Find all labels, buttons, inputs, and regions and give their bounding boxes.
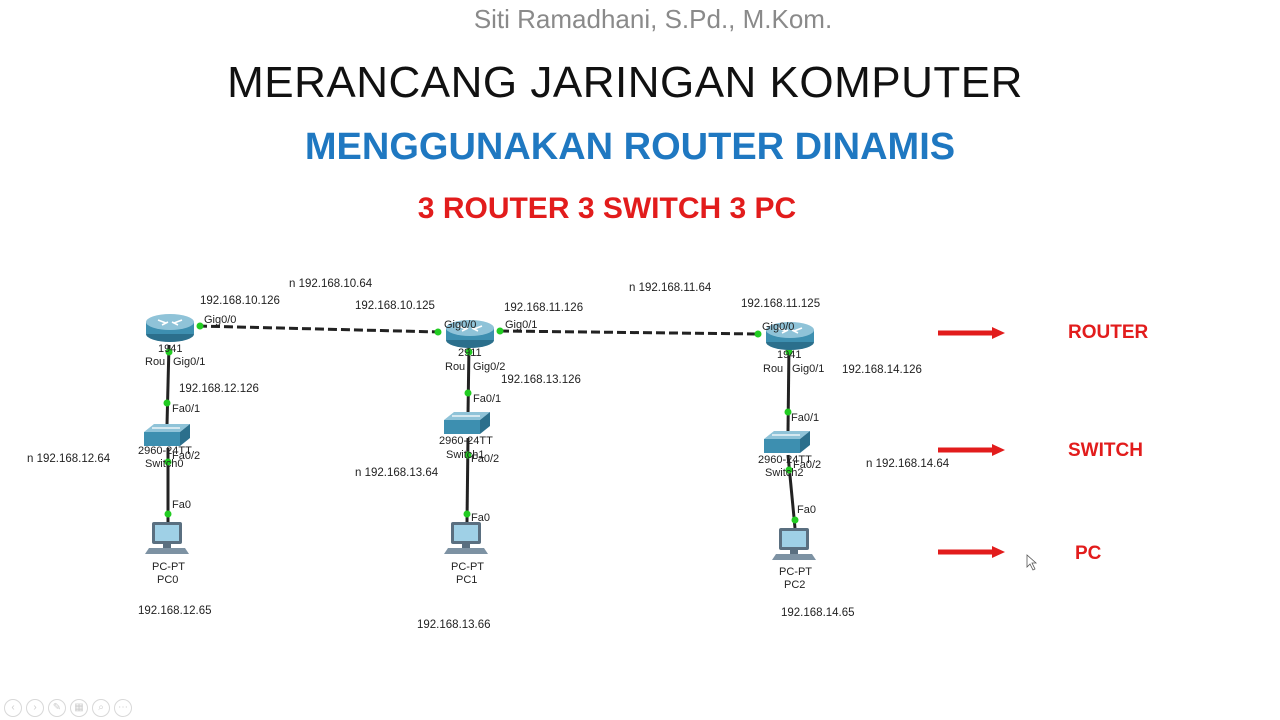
pc1-name: PC1	[456, 574, 477, 586]
slides-icon[interactable]: ▦	[70, 699, 88, 717]
router2-model: 1941	[777, 349, 801, 361]
previous-icon[interactable]: ‹	[4, 699, 22, 717]
ip-label-net10: n 192.168.10.64	[289, 278, 373, 290]
ip-label-net11: n 192.168.11.64	[629, 282, 712, 294]
legend-label-router: ROUTER	[1068, 322, 1149, 343]
link-r1-r2	[499, 329, 761, 336]
next-icon[interactable]: ›	[26, 699, 44, 717]
router2-port-gig00: Gig0/0	[762, 321, 794, 333]
switch2-port-fa01: Fa0/1	[791, 412, 819, 424]
switch-icon[interactable]	[763, 430, 811, 454]
slide-toolbar: ‹ › ✎ ▦ ⌕ ⋯	[4, 699, 132, 717]
router1-model: 2911	[458, 347, 482, 359]
pc2-port: Fa0	[797, 504, 816, 516]
switch-icon[interactable]	[443, 411, 491, 435]
link-r0-sw0	[165, 344, 171, 426]
switch0-name: Switch0	[145, 458, 184, 470]
switch2-model: 2960-24TT	[758, 454, 812, 466]
page-subtitle-topology: 3 ROUTER 3 SWITCH 3 PC	[417, 192, 797, 225]
switch1-port-fa02: Fa0/2	[471, 453, 499, 465]
pc-icon[interactable]	[145, 522, 189, 554]
switch2-name: Switch2	[765, 467, 804, 479]
ip-label-net12: n 192.168.12.64	[27, 453, 111, 465]
author-name: Siti Ramadhani, S.Pd., M.Kom.	[473, 4, 833, 34]
router0-model: 1941	[158, 343, 182, 355]
ip-label-r0-g00: 192.168.10.126	[200, 295, 280, 307]
page-title: MERANCANG JARINGAN KOMPUTER	[227, 58, 1023, 107]
legend-arrowhead-router	[992, 327, 1005, 339]
pc-icon[interactable]	[444, 522, 488, 554]
ip-label-net13: n 192.168.13.64	[355, 467, 439, 479]
pc-icon[interactable]	[772, 528, 816, 560]
pc0-name: PC0	[157, 574, 178, 586]
pc2-name: PC2	[784, 579, 805, 591]
switch2-port-fa02: Fa0/2	[793, 459, 821, 471]
pc0-model: PC-PT	[152, 561, 185, 573]
router1-port-gig01: Gig0/1	[505, 319, 537, 331]
link-r2-sw2	[786, 344, 791, 433]
router2-name: Rou	[763, 363, 783, 375]
ip-label-r1-g02: 192.168.13.126	[501, 374, 581, 386]
legend-arrowhead-pc	[992, 546, 1005, 558]
router-icon[interactable]	[145, 313, 195, 343]
switch0-port-fa01: Fa0/1	[172, 403, 200, 415]
switch1-port-fa01: Fa0/1	[473, 393, 501, 405]
router1-name: Rou	[445, 361, 465, 373]
pc2-ip: 192.168.14.65	[781, 607, 855, 619]
legend: ROUTER SWITCH PC	[938, 322, 1149, 564]
legend-arrowhead-switch	[992, 444, 1005, 456]
ip-label-r1-g01: 192.168.11.126	[504, 302, 583, 314]
ip-label-net14: n 192.168.14.64	[866, 458, 950, 470]
router1-port-gig00: Gig0/0	[444, 319, 476, 331]
page-subtitle: MENGGUNAKAN ROUTER DINAMIS	[304, 126, 956, 168]
pc0-port: Fa0	[172, 499, 191, 511]
ip-label-r2-g00: 192.168.11.125	[741, 298, 820, 310]
ip-label-r0-g01: 192.168.12.126	[179, 383, 259, 395]
zoom-icon[interactable]: ⌕	[92, 699, 110, 717]
pc0-ip: 192.168.12.65	[138, 605, 212, 617]
link-r0-r1	[197, 324, 441, 334]
pc1-model: PC-PT	[451, 561, 484, 573]
switch1-name: Switch1	[446, 449, 485, 461]
pc1-ip: 192.168.13.66	[417, 619, 491, 631]
pen-icon[interactable]: ✎	[48, 699, 66, 717]
router0-name: Rou	[145, 356, 165, 368]
legend-label-pc: PC	[1075, 543, 1102, 564]
switch0-port-fa02: Fa0/2	[172, 450, 200, 462]
router2-port-gig01: Gig0/1	[792, 363, 824, 375]
router0-port-gig00: Gig0/0	[204, 314, 236, 326]
mouse-cursor-icon	[1026, 554, 1038, 571]
legend-label-switch: SWITCH	[1068, 440, 1143, 461]
switch-icon[interactable]	[143, 423, 191, 447]
router1-port-gig02: Gig0/2	[473, 361, 505, 373]
link-r1-sw1	[466, 344, 471, 416]
router0-port-gig01: Gig0/1	[173, 356, 205, 368]
ip-label-r2-g01: 192.168.14.126	[842, 364, 922, 376]
switch0-model: 2960-24TT	[138, 445, 192, 457]
pc2-model: PC-PT	[779, 566, 812, 578]
ip-label-r1-g00: 192.168.10.125	[355, 300, 435, 312]
switch1-model: 2960-24TT	[439, 435, 493, 447]
pc1-port: Fa0	[471, 512, 490, 524]
link-status-indicators	[163, 322, 799, 524]
more-icon[interactable]: ⋯	[114, 699, 132, 717]
